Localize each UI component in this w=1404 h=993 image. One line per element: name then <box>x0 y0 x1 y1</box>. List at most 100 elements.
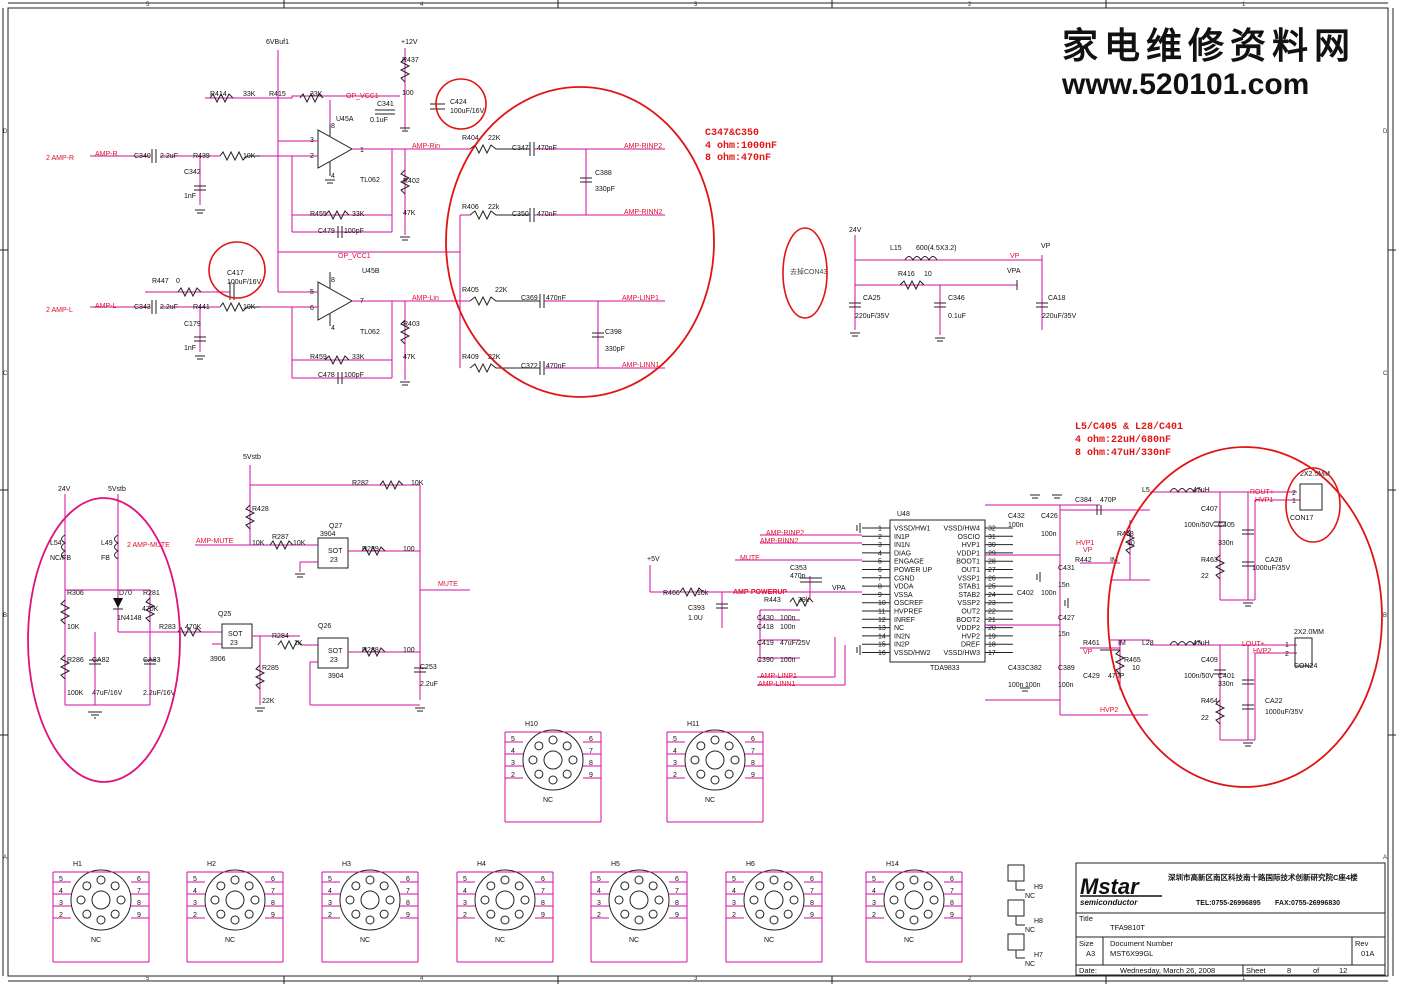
net-mute: MUTE <box>438 581 458 588</box>
date-value: Wednesday, March 26, 2008 <box>1120 966 1215 975</box>
r403-value: 47K <box>403 354 416 361</box>
note-c347-c350: C347&C350 4 ohm:1000nF 8 ohm:470nF <box>705 128 777 164</box>
q26-sot: SOT <box>328 648 343 655</box>
tda-pin-num: 31 <box>988 534 996 541</box>
row-label-a-right: A <box>1383 855 1387 861</box>
r464-value: 22 <box>1201 715 1209 722</box>
r286-value: 100K <box>67 690 84 697</box>
c343-ref: C343 <box>134 304 151 311</box>
tda-pin-num: 4 <box>878 550 882 557</box>
r281-ref: R281 <box>143 590 160 597</box>
l54-ref: L54 <box>50 540 62 547</box>
r463-ref: R463 <box>1201 557 1218 564</box>
hole-pin-num: 9 <box>406 912 410 919</box>
c253-ref: C253 <box>420 664 437 671</box>
tda-pin-num: 13 <box>878 625 886 632</box>
hole-label: H4 <box>477 861 486 868</box>
c426-value: 100n <box>1041 531 1057 538</box>
hole-label: H3 <box>342 861 351 868</box>
c340-ref: C340 <box>134 153 151 160</box>
hole-pin-num: 3 <box>463 900 467 907</box>
u45b-pin7: 7 <box>360 298 364 305</box>
c402-value: 100n <box>1041 590 1057 597</box>
r284-ref: R284 <box>272 633 289 640</box>
hole-nc: NC <box>91 937 101 944</box>
c433-ref: C433 <box>1008 665 1025 672</box>
u45a-pin2: 2 <box>310 153 314 160</box>
hole-pin-num: 5 <box>872 876 876 883</box>
c478-value: 100pF <box>344 372 364 379</box>
c398-ref: C398 <box>605 329 622 336</box>
ic-tda9833 <box>889 519 986 663</box>
c389-ref: C389 <box>1058 665 1075 672</box>
con24-pin2: 2 <box>1285 651 1289 658</box>
tda-pin-num: 26 <box>988 575 996 582</box>
net-vp-label: VP <box>1041 243 1051 250</box>
u45a-pin4: 4 <box>331 173 335 180</box>
company-tel: TEL:0755-26996895 <box>1196 900 1261 907</box>
tda-pin-name: STAB1 <box>958 584 980 591</box>
c382-ref: C382 <box>1025 665 1042 672</box>
note-c347-4ohm: 4 ohm:1000nF <box>705 140 777 152</box>
tda-pin-num: 21 <box>988 617 996 624</box>
tda-pin-num: 15 <box>878 642 886 649</box>
col-label-2-bottom: 2 <box>968 976 972 982</box>
net-vp-b: VP <box>1083 547 1093 554</box>
r428-ref: R428 <box>252 506 269 513</box>
net-amp-l: AMP-L <box>95 303 117 310</box>
l28-value: 47uH <box>1193 640 1210 647</box>
q26-ref: Q26 <box>318 623 331 630</box>
q27-value: 3904 <box>320 531 336 538</box>
hole-pin-num: 6 <box>751 736 755 743</box>
r409-ref: R409 <box>462 354 479 361</box>
hole-pin-num: 5 <box>328 876 332 883</box>
diode-d70 <box>113 598 123 608</box>
tda-pin-name: IN1N <box>894 542 910 549</box>
col-label-1: 1 <box>1242 2 1246 8</box>
l54-value: NC/FB <box>50 555 71 562</box>
port-amp-mute: 2 AMP-MUTE <box>127 542 170 549</box>
hole-pin-num: 8 <box>675 900 679 907</box>
c384-value: 470P <box>1100 497 1117 504</box>
hole-pin-num: 5 <box>59 876 63 883</box>
hole-pin-num: 6 <box>675 876 679 883</box>
tda-pin-num: 17 <box>988 650 996 657</box>
hole-h8-pad <box>1007 899 1025 917</box>
hole-pin-num: 7 <box>810 888 814 895</box>
hole-nc: NC <box>904 937 914 944</box>
hole-pin-num: 4 <box>463 888 467 895</box>
tda-pin-name: HVP1 <box>962 542 980 549</box>
r287-value: 10K <box>293 540 306 547</box>
c429-ref: C429 <box>1083 673 1100 680</box>
hole-label: H6 <box>746 861 755 868</box>
ca82-ref: CA82 <box>92 657 110 664</box>
u45a-pin1: 1 <box>360 147 364 154</box>
r455-value: 33K <box>352 211 365 218</box>
hole-pin-num: 4 <box>511 748 515 755</box>
u45a-pin3: 3 <box>310 137 314 144</box>
c253-value: 2.2uF <box>420 681 438 688</box>
net-hvp1: HVP1 <box>1076 540 1094 547</box>
col-label-1-bottom: 1 <box>1242 976 1246 982</box>
col-label-5-bottom: 5 <box>146 976 150 982</box>
c424-ref: C424 <box>450 99 467 106</box>
rev-label: Rev <box>1355 939 1369 948</box>
tl062-a: TL062 <box>360 177 380 184</box>
company-fax: FAX:0755-26996830 <box>1275 900 1340 907</box>
c418-value: 100n <box>780 624 796 631</box>
hole-pin-num: 2 <box>673 772 677 779</box>
c388-ref: C388 <box>595 170 612 177</box>
company-address: 深圳市高新区南区科技南十路国际技术创新研究院C座4楼 <box>1168 872 1358 882</box>
date-label: Date: <box>1079 966 1097 975</box>
hole-label: H1 <box>73 861 82 868</box>
r288-value: 100 <box>403 647 415 654</box>
tda-pin-num: 8 <box>878 584 882 591</box>
c346-value: 0.1uF <box>948 313 966 320</box>
title-block: Mstar semiconductor 深圳市高新区南区科技南十路国际技术创新研… <box>1075 862 1386 976</box>
size-label: Size <box>1079 939 1094 948</box>
